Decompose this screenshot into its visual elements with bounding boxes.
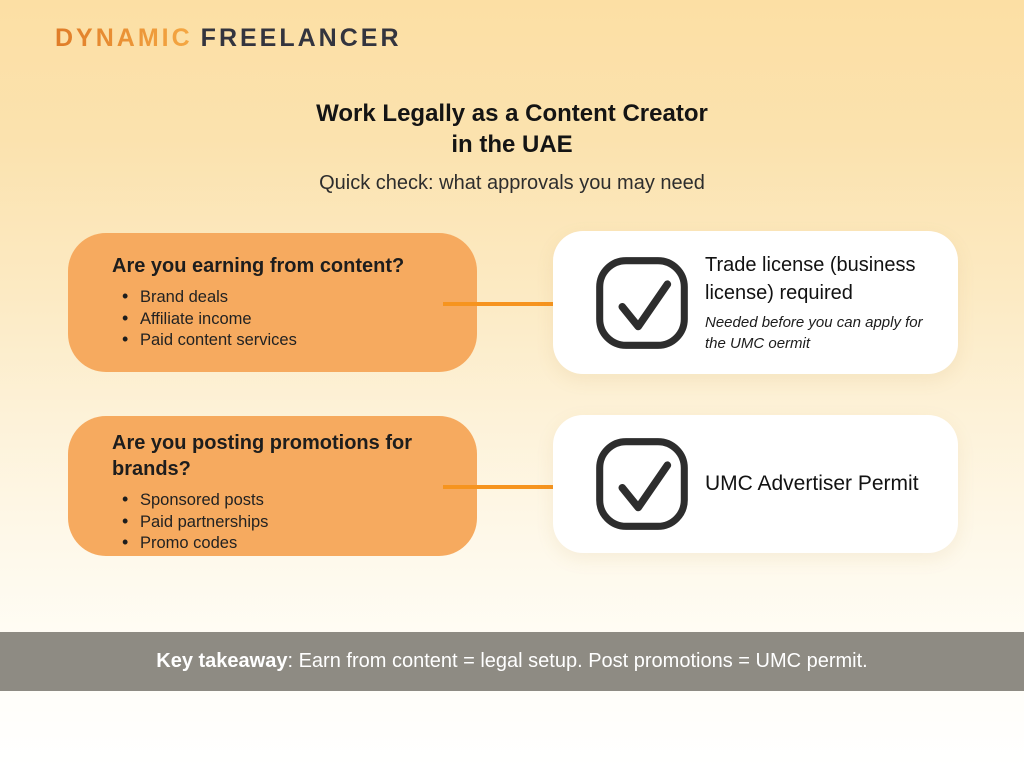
question-box-earning: Are you earning from content? Brand deal… (68, 233, 477, 372)
checkbox-check-icon (596, 438, 688, 530)
page-subtitle: Quick check: what approvals you may need (319, 172, 705, 194)
answer-title: UMC Advertiser Permit (705, 472, 919, 495)
question-heading: Are you earning from content? (112, 255, 405, 277)
question-box-promotions: Are you posting promotions for brands? S… (68, 416, 477, 556)
answer-title: Trade license (business license) require… (705, 254, 916, 304)
brand-logo-dynamic: DYNAMIC (55, 24, 193, 52)
key-takeaway-bar: Key takeaway: Earn from content = legal … (0, 632, 1024, 691)
question-bullet-list: Brand deals Affiliate income Paid conten… (122, 286, 443, 352)
page-title: Work Legally as a Content Creator in the… (0, 98, 1024, 160)
bullet-item: Affiliate income (122, 308, 443, 331)
answer-note: Needed before you can apply for the UMC … (705, 314, 923, 352)
question-heading: Are you posting promotions for brands? (112, 432, 412, 480)
answer-text-block: UMC Advertiser Permit (705, 470, 949, 498)
bullet-item: Paid content services (122, 329, 443, 352)
question-bullet-list: Sponsored posts Paid partnerships Promo … (122, 489, 443, 555)
bullet-item: Brand deals (122, 286, 443, 309)
bullet-item: Paid partnerships (122, 511, 443, 534)
page-title-line1: Work Legally as a Content Creator (316, 100, 708, 127)
answer-card-trade-license: Trade license (business license) require… (553, 231, 958, 374)
bullet-item: Promo codes (122, 532, 443, 555)
brand-logo-freelancer: FREELANCER (200, 24, 402, 52)
checkbox-check-icon (596, 256, 688, 349)
page-title-line2: in the UAE (451, 131, 573, 158)
bullet-item: Sponsored posts (122, 489, 443, 512)
key-takeaway-text: : Earn from content = legal setup. Post … (287, 650, 868, 672)
key-takeaway-label: Key takeaway (156, 650, 288, 672)
answer-card-umc-permit: UMC Advertiser Permit (553, 415, 958, 553)
answer-text-block: Trade license (business license) require… (705, 251, 949, 354)
